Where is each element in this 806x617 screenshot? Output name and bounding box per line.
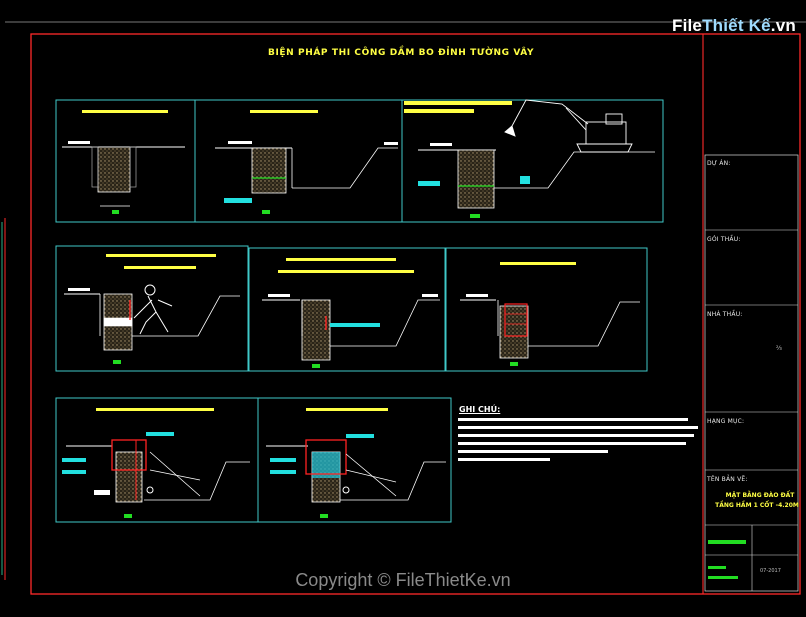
title-block-item-label: HẠNG MỤC:: [707, 418, 745, 425]
worker-icon: [133, 284, 173, 335]
panel-4: [55, 245, 249, 372]
panel-7: [55, 397, 259, 523]
wall-section-6: [460, 294, 640, 366]
copyright-watermark: Copyright © FileThietKe.vn: [295, 570, 511, 590]
panel-headings: [82, 101, 576, 411]
title-block-contractor-label: NHÀ THẦU:: [707, 311, 743, 318]
site-logo: FileThiết Kế.vn: [672, 16, 796, 36]
excavator-icon: [504, 99, 633, 153]
panel-6: [445, 247, 648, 372]
drawing-title: BIỆN PHÁP THI CÔNG DẦM BO ĐỈNH TƯỜNG VÂY: [268, 48, 535, 58]
sheet-name-line-2: TẦNG HẦM 1 CỐT -4.20M: [715, 502, 799, 509]
wall-section-2: [215, 141, 398, 214]
title-block-sheet-name-label: TÊN BẢN VẼ:: [707, 476, 748, 483]
logo-text-accent: Thiết Kế: [702, 16, 771, 35]
logo-text-suffix: .vn: [770, 16, 796, 35]
notes-title: GHI CHÚ:: [459, 405, 501, 414]
svg-text:⅔: ⅔: [776, 345, 782, 352]
wall-section-4: [64, 288, 240, 364]
wall-section-3: [418, 143, 655, 218]
notes-text-lines: [458, 418, 698, 461]
logo-text-main: File: [672, 16, 703, 35]
drawing-border: [1, 21, 806, 595]
title-block-project-label: DỰ ÁN:: [707, 160, 731, 167]
title-block: ⅔: [704, 154, 799, 592]
wall-section-7: [62, 432, 250, 518]
panel-2: [194, 99, 403, 223]
wall-section-5: [262, 294, 440, 368]
sheet-name-line-1: MẶT BẰNG ĐÀO ĐẤT: [725, 492, 795, 499]
wall-section-8: [266, 434, 446, 518]
title-block-package-label: GÓI THẦU:: [707, 236, 741, 243]
panel-8: [257, 397, 452, 523]
title-block-date: 07-2017: [760, 568, 781, 574]
panel-3: [401, 99, 664, 223]
wall-section-1: [62, 141, 185, 214]
panel-5: [248, 247, 446, 372]
